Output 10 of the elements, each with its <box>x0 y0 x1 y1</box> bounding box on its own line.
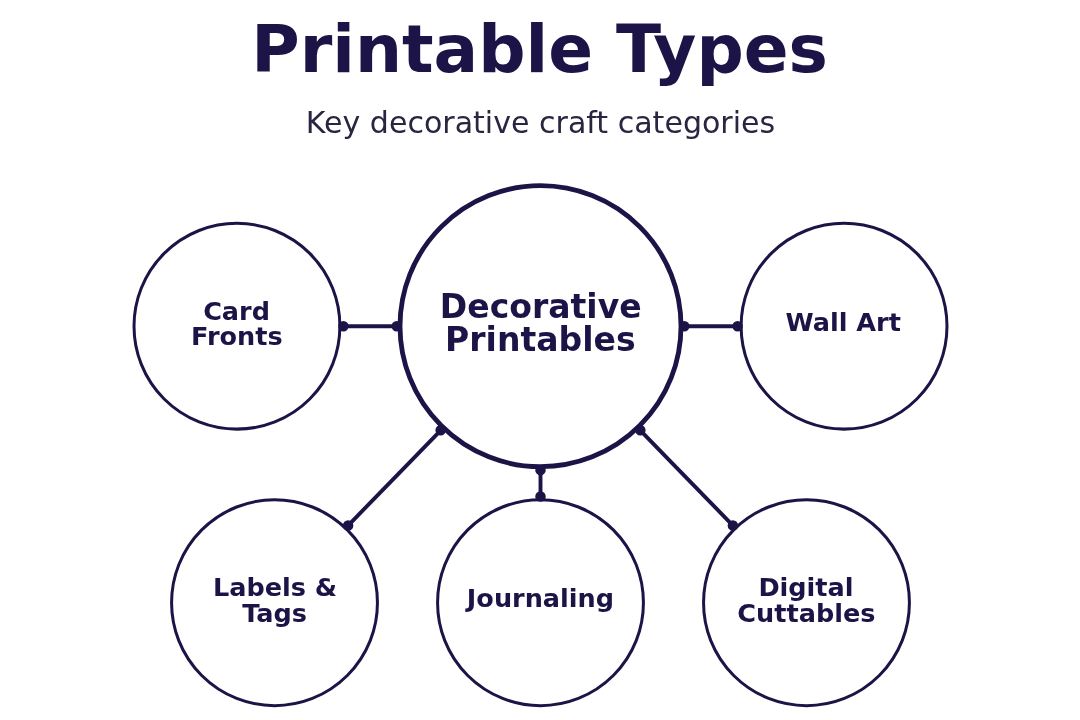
node-circle: Wall Art <box>739 221 948 431</box>
label: Key decorative craft categories <box>305 105 775 141</box>
node-circle: Card Fronts <box>132 221 341 431</box>
connector <box>634 425 738 531</box>
connector <box>342 425 446 531</box>
diagram-title: Printable Types <box>250 10 828 88</box>
node-circle: Digital Cuttables <box>701 498 911 708</box>
node-circle: Decorative Printables <box>397 183 683 470</box>
node-circle: Labels & Tags <box>169 498 379 708</box>
node-circle: Journaling <box>435 498 645 708</box>
